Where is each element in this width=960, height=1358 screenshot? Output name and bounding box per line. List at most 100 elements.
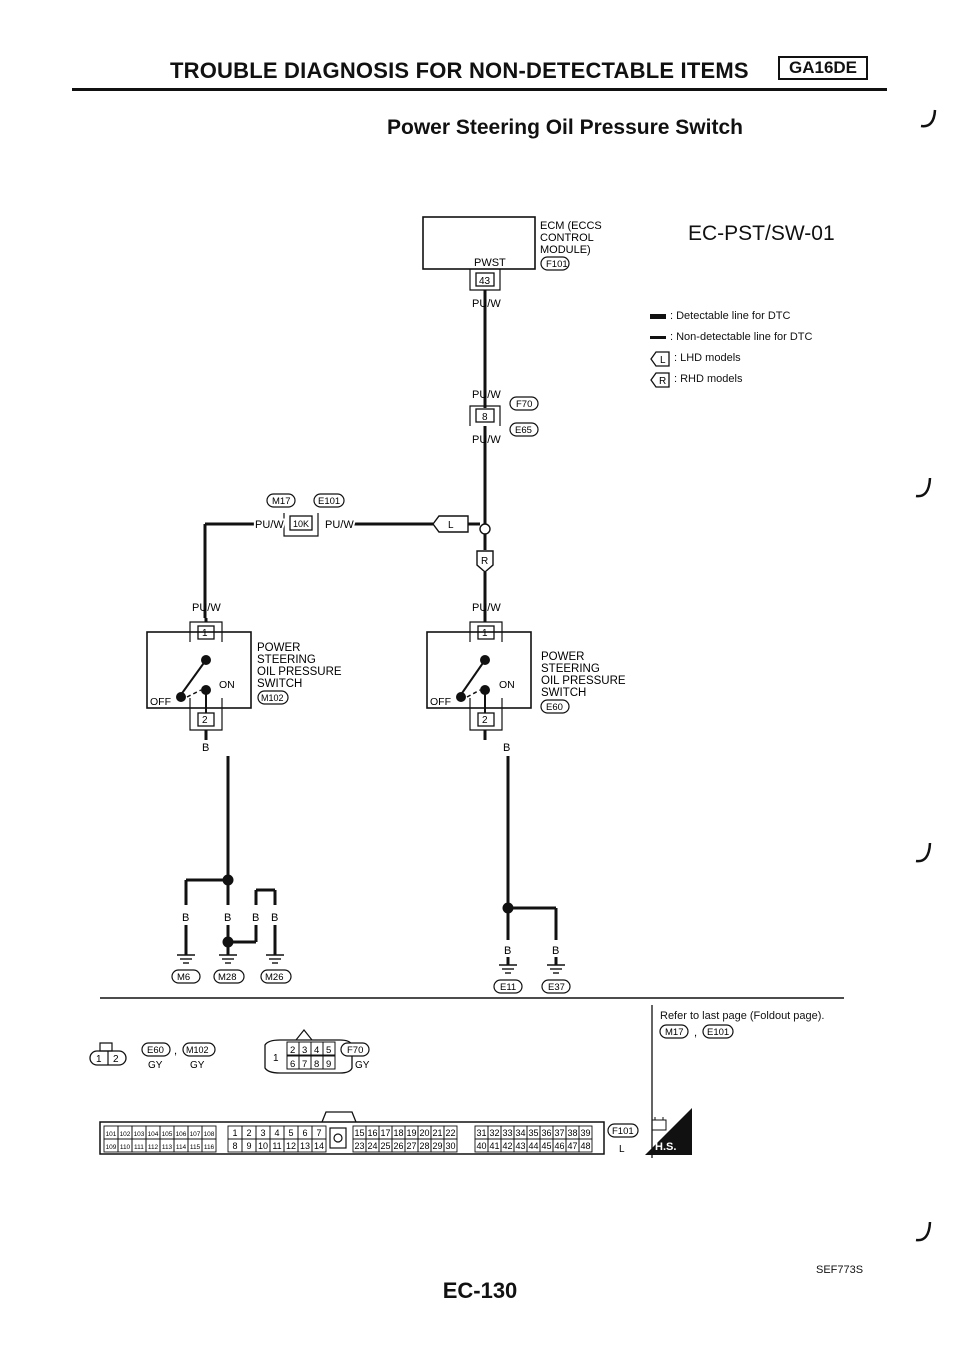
ecm-pin-number: 43: [479, 276, 491, 287]
ground-tag-m28: M28: [213, 969, 245, 984]
thick-line-icon: [650, 314, 666, 319]
lhd-flag-letter: L: [448, 520, 454, 531]
wire-color: GY: [355, 1060, 370, 1071]
binder-hook-icon: [915, 109, 937, 1242]
ground-wire-label: B: [182, 912, 189, 924]
ecm-pin-label: 110: [120, 1144, 131, 1151]
left-switch-label-3: OIL PRESSURE: [257, 666, 342, 678]
ecm-pin-label: 44: [528, 1141, 538, 1151]
pin-label: 8: [314, 1059, 319, 1070]
ecm-pin-label: 4: [274, 1128, 279, 1138]
ecm-pin-label: 37: [554, 1128, 564, 1138]
svg-text:E37: E37: [548, 982, 565, 993]
svg-text:F101: F101: [612, 1126, 634, 1137]
ecm-pin-label: 7: [316, 1128, 321, 1138]
e60-connector-tag: E60: [540, 699, 570, 714]
engine-badge: GA16DE: [778, 56, 868, 80]
ground-wire-label: B: [271, 912, 278, 924]
right-switch-pin-top: 1: [482, 628, 488, 639]
ecm-pin-label: 25: [380, 1141, 390, 1151]
ecm-pin-label: 116: [204, 1144, 215, 1151]
lhd-flag: [432, 515, 469, 533]
wire-color: GY: [190, 1060, 205, 1071]
ecm-pin-label: 43: [515, 1141, 525, 1151]
ecm-pin-label: 8: [232, 1141, 237, 1151]
lhd-flag-icon: L: [650, 350, 670, 367]
svg-text:E11: E11: [500, 982, 516, 993]
pin-label: 7: [302, 1059, 307, 1070]
wire-label: PU/W: [472, 434, 501, 446]
legend-item-rhd: R : RHD models: [650, 369, 812, 390]
separator-comma: ,: [174, 1045, 177, 1057]
pin-label: 2: [113, 1054, 119, 1065]
section-title: Power Steering Oil Pressure Switch: [387, 116, 743, 139]
ecm-pin-label: 1: [232, 1128, 237, 1138]
ground-wire-label: B: [252, 912, 259, 924]
right-switch-off: OFF: [430, 696, 451, 708]
ecm-pin-label: 13: [300, 1141, 310, 1151]
e101-connector-tag: E101: [313, 493, 345, 508]
ecm-pin-label: 33: [502, 1128, 512, 1138]
connector-ref: M102: [186, 1045, 209, 1055]
ecm-connector-frame: [99, 1121, 605, 1155]
thin-line-icon: [650, 336, 666, 339]
right-switch-box: [426, 631, 532, 709]
ecm-pin-label: 23: [354, 1141, 364, 1151]
connector-ref: F70: [347, 1045, 363, 1056]
rhd-flag: [476, 550, 494, 573]
rhd-flag-letter: R: [659, 376, 666, 387]
junction-node: [479, 523, 491, 535]
svg-text:E60: E60: [546, 702, 563, 713]
svg-text:M17: M17: [272, 496, 290, 507]
legend: : Detectable line for DTC : Non-detectab…: [650, 306, 812, 390]
ground-wire-label: B: [504, 945, 511, 957]
svg-text:M102: M102: [261, 693, 284, 703]
joint-pin-number: 10K: [293, 519, 309, 529]
ecm-terminal-name: PWST: [474, 257, 506, 269]
ecm-pin-cell: [201, 1138, 217, 1153]
svg-text:M6: M6: [177, 972, 190, 983]
ecm-pin-cell: [311, 1138, 327, 1153]
ecm-pin-label: 11: [272, 1141, 281, 1151]
ecm-pin-label: 14: [314, 1141, 324, 1151]
pin-label: 6: [290, 1059, 295, 1070]
ecm-pin-label: 30: [445, 1141, 455, 1151]
left-switch-label-2: STEERING: [257, 654, 316, 666]
joint-10k-box: [289, 515, 313, 531]
ecm-pin-label: 115: [190, 1144, 201, 1151]
ecm-pin-label: 36: [541, 1128, 551, 1138]
ecm-pin-label: 35: [528, 1128, 538, 1138]
legend-item-lhd: L : LHD models: [650, 348, 812, 369]
ecm-pin-label: 29: [432, 1141, 442, 1151]
ecm-pin-label: 9: [246, 1141, 251, 1151]
rhd-flag-letter: R: [481, 556, 488, 567]
pin-label: 1: [273, 1053, 279, 1064]
ground-tag-m26: M26: [260, 969, 292, 984]
ecm-pin-label: 101: [106, 1131, 117, 1138]
wire-color: GY: [148, 1060, 163, 1071]
svg-text:E101: E101: [707, 1027, 729, 1038]
ecm-pin-label: 104: [148, 1131, 159, 1138]
right-switch-label-1: POWER: [541, 651, 584, 663]
f70-connector-tag: F70: [509, 396, 539, 411]
ecm-pin-label: 114: [176, 1144, 187, 1151]
legend-label: : LHD models: [674, 352, 741, 364]
svg-text:F70: F70: [516, 399, 532, 410]
wire-color: L: [619, 1144, 625, 1155]
ecm-pin-label: 24: [367, 1141, 377, 1151]
wire-label: B: [503, 742, 510, 754]
ecm-pin-label: 27: [406, 1141, 416, 1151]
pin-label: 9: [326, 1059, 331, 1070]
ecm-pin-label: 39: [580, 1128, 590, 1138]
ecm-pin-label: 21: [432, 1128, 442, 1138]
reference-tag-e101: E101: [702, 1024, 734, 1039]
two-pin-connector-view: 1 2 E60 , M102 GY GY: [89, 1042, 216, 1071]
ground-wire-label: B: [552, 945, 559, 957]
hs-badge: H.S.: [645, 1108, 692, 1155]
ecm-pin-label: 107: [190, 1131, 201, 1138]
pin-label: 1: [96, 1054, 102, 1065]
ecm-pin-label: 20: [419, 1128, 429, 1138]
ecm-pin-label: 19: [406, 1128, 416, 1138]
ecm-connector-latch: [321, 1111, 357, 1123]
ground-tag-m6: M6: [171, 969, 201, 984]
